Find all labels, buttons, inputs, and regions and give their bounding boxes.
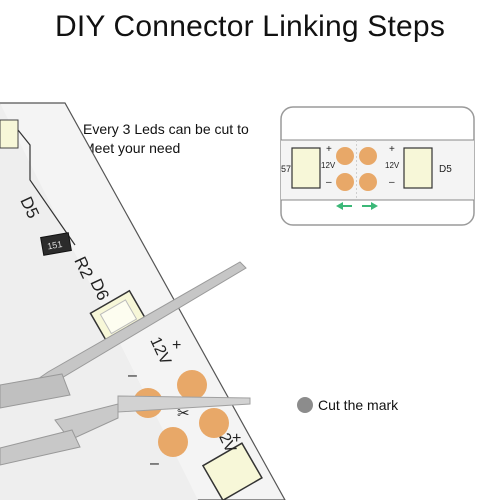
caption-line-1: Every 3 Leds can be cut to	[83, 121, 249, 137]
inset-plus-right: +	[389, 144, 395, 155]
inset-left-code: 57	[281, 164, 291, 174]
label-minus-upper: –	[128, 367, 137, 384]
resistor-code: 151	[46, 239, 63, 251]
inset-pad	[336, 147, 354, 165]
caption-line-2: Meet your need	[83, 140, 181, 156]
resistor	[40, 232, 72, 256]
connector-inset: 57 D5 12V 12V + + – –	[280, 106, 475, 226]
inset-voltage-left: 12V	[321, 161, 336, 170]
label-plus-lower: +	[232, 430, 241, 447]
cut-mark-label: Cut the mark	[318, 397, 399, 413]
cut-mark-icon: ✂	[177, 405, 190, 422]
copper-pad	[158, 427, 188, 457]
label-minus-lower: –	[150, 455, 159, 472]
separate-arrows-icon	[336, 202, 378, 210]
led-chip-top	[0, 119, 19, 149]
inset-pad	[359, 147, 377, 165]
cut-mark-dot-icon	[297, 397, 313, 413]
inset-led-left	[291, 147, 321, 189]
inset-led-right	[403, 147, 433, 189]
inset-minus-right: –	[389, 177, 395, 188]
inset-pad	[336, 173, 354, 191]
copper-pad	[177, 370, 207, 400]
page-title: DIY Connector Linking Steps	[54, 10, 446, 43]
copper-pad	[199, 408, 229, 438]
inset-voltage-right: 12V	[385, 161, 400, 170]
cut-interval-caption: Every 3 Leds can be cut to Meet your nee…	[83, 120, 283, 158]
label-plus-upper: +	[172, 337, 181, 354]
inset-pad	[359, 173, 377, 191]
scissors-icon	[0, 261, 251, 466]
inset-minus-left: –	[326, 177, 332, 188]
inset-plus-left: +	[326, 144, 332, 155]
inset-right-code: D5	[439, 164, 452, 175]
led-chip-bottom	[201, 442, 263, 500]
